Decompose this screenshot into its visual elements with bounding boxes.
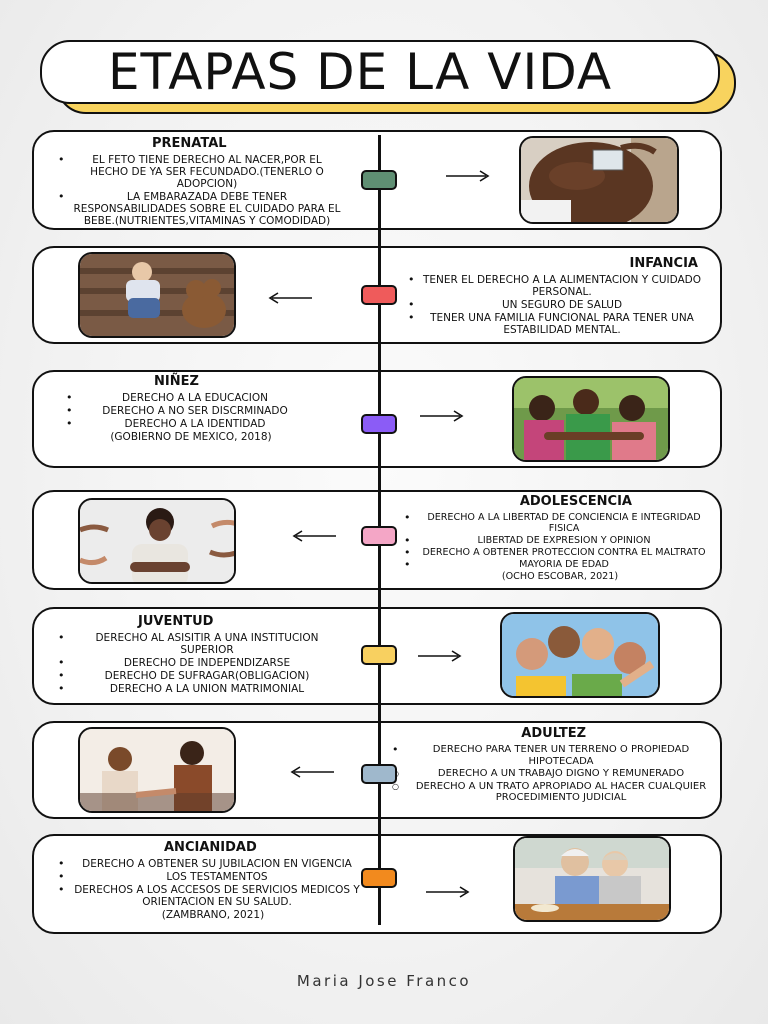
list-item: TENER EL DERECHO A LA ALIMENTACION Y CUI… bbox=[408, 274, 708, 298]
timeline-marker-infancia bbox=[361, 285, 397, 305]
arrow-right-icon bbox=[418, 650, 462, 662]
rights-list: TENER EL DERECHO A LA ALIMENTACION Y CUI… bbox=[408, 274, 708, 336]
list-item: DERECHO A NO SER DISCRMINADO bbox=[66, 405, 316, 417]
rights-list: DERECHO A LA EDUCACION DERECHO A NO SER … bbox=[66, 392, 316, 430]
list-item: DERECHO A UN TRABAJO DIGNO Y REMUNERADO bbox=[392, 768, 722, 780]
photo-prenatal bbox=[519, 136, 679, 224]
timeline-marker-prenatal bbox=[361, 170, 397, 190]
stage-title: ANCIANIDAD bbox=[164, 840, 257, 855]
list-item: DERECHO DE SUFRAGAR(OBLIGACION) bbox=[58, 670, 348, 682]
photo-infancia bbox=[78, 252, 236, 338]
photo-ninez bbox=[512, 376, 670, 462]
rights-list: DERECHO PARA TENER UN TERRENO O PROPIEDA… bbox=[392, 744, 722, 804]
stage-text-adultez: ADULTEZ DERECHO PARA TENER UN TERRENO O … bbox=[392, 726, 722, 805]
list-item: DERECHO A OBTENER PROTECCION CONTRA EL M… bbox=[404, 547, 716, 558]
photo-juventud bbox=[500, 612, 660, 698]
timeline-marker-ninez bbox=[361, 414, 397, 434]
list-item: DERECHO A LA EDUCACION bbox=[66, 392, 316, 404]
arrow-left-icon bbox=[290, 766, 334, 778]
stage-text-ninez: NIÑEZ DERECHO A LA EDUCACION DERECHO A N… bbox=[66, 374, 316, 443]
stage-text-juventud: JUVENTUD DERECHO AL ASISITIR A UNA INSTI… bbox=[58, 614, 348, 696]
stage-text-adolescencia: ADOLESCENCIA DERECHO A LA LIBERTAD DE CO… bbox=[404, 494, 716, 582]
stage-text-ancianidad: ANCIANIDAD DERECHO A OBTENER SU JUBILACI… bbox=[58, 840, 368, 921]
timeline-marker-adultez bbox=[361, 764, 397, 784]
list-item: LA EMBARAZADA DEBE TENER RESPONSABILIDAD… bbox=[58, 191, 348, 227]
stage-title: INFANCIA bbox=[629, 256, 699, 271]
stage-title: ADULTEZ bbox=[521, 726, 586, 741]
citation: (ZAMBRANO, 2021) bbox=[161, 909, 265, 921]
photo-ancianidad bbox=[513, 836, 671, 922]
stage-text-prenatal: PRENATAL EL FETO TIENE DERECHO AL NACER,… bbox=[58, 136, 348, 228]
list-item: DERECHO DE INDEPENDIZARSE bbox=[58, 657, 348, 669]
list-item: DERECHO A LA LIBERTAD DE CONCIENCIA E IN… bbox=[404, 512, 716, 534]
stage-title: ADOLESCENCIA bbox=[519, 494, 632, 509]
list-item: MAYORIA DE EDAD bbox=[404, 559, 716, 570]
list-item: UN SEGURO DE SALUD bbox=[408, 299, 708, 311]
arrow-right-icon bbox=[426, 886, 470, 898]
citation: (OCHO ESCOBAR, 2021) bbox=[501, 571, 619, 582]
rights-list: EL FETO TIENE DERECHO AL NACER,POR EL HE… bbox=[58, 154, 348, 227]
page-title: ETAPAS DE LA VIDA bbox=[107, 43, 613, 101]
author-name: Maria Jose Franco bbox=[296, 972, 472, 990]
arrow-right-icon bbox=[446, 170, 490, 182]
list-item: LIBERTAD DE EXPRESION Y OPINION bbox=[404, 535, 716, 546]
citation: (GOBIERNO DE MEXICO, 2018) bbox=[110, 431, 272, 443]
timeline-marker-adolescencia bbox=[361, 526, 397, 546]
title-banner: ETAPAS DE LA VIDA bbox=[40, 40, 720, 104]
stage-text-infancia: INFANCIA TENER EL DERECHO A LA ALIMENTAC… bbox=[408, 256, 708, 337]
arrow-left-icon bbox=[268, 292, 312, 304]
photo-adultez bbox=[78, 727, 236, 813]
list-item: DERECHO A LA UNION MATRIMONIAL bbox=[58, 683, 348, 695]
stage-title: NIÑEZ bbox=[154, 374, 199, 389]
timeline-marker-ancianidad bbox=[361, 868, 397, 888]
stage-title: PRENATAL bbox=[152, 136, 227, 151]
list-item: DERECHO AL ASISITIR A UNA INSTITUCION SU… bbox=[58, 632, 348, 656]
list-item: LOS TESTAMENTOS bbox=[58, 871, 368, 883]
rights-list: DERECHO A OBTENER SU JUBILACION EN VIGEN… bbox=[58, 858, 368, 908]
stage-title: JUVENTUD bbox=[138, 614, 214, 629]
list-item: DERECHOS A LOS ACCESOS DE SERVICIOS MEDI… bbox=[58, 884, 368, 908]
list-item: DERECHO A UN TRATO APROPIADO AL HACER CU… bbox=[392, 781, 722, 804]
rights-list: DERECHO AL ASISITIR A UNA INSTITUCION SU… bbox=[58, 632, 348, 695]
list-item: DERECHO PARA TENER UN TERRENO O PROPIEDA… bbox=[392, 744, 722, 767]
rights-list: DERECHO A LA LIBERTAD DE CONCIENCIA E IN… bbox=[404, 512, 716, 570]
list-item: DERECHO A OBTENER SU JUBILACION EN VIGEN… bbox=[58, 858, 368, 870]
arrow-left-icon bbox=[292, 530, 336, 542]
list-item: DERECHO A LA IDENTIDAD bbox=[66, 418, 316, 430]
list-item: TENER UNA FAMILIA FUNCIONAL PARA TENER U… bbox=[408, 312, 708, 336]
timeline-marker-juventud bbox=[361, 645, 397, 665]
arrow-right-icon bbox=[420, 410, 464, 422]
photo-adolescencia bbox=[78, 498, 236, 584]
list-item: EL FETO TIENE DERECHO AL NACER,POR EL HE… bbox=[58, 154, 348, 190]
